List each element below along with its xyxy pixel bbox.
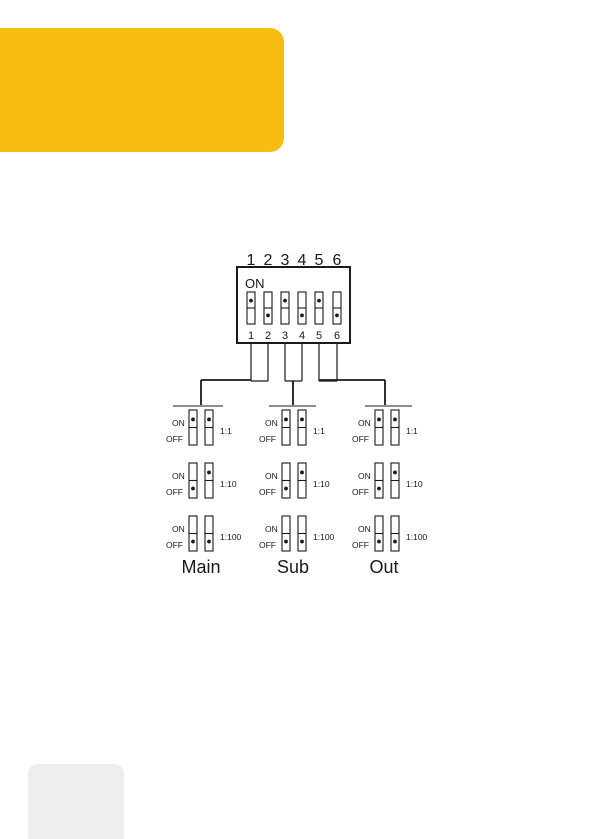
setting-switch-a [189,463,197,498]
on-text: ON [265,418,278,428]
ratio-label: 1:1 [220,426,232,436]
setting-switch-a [375,463,383,498]
setting-switch-b [298,410,306,445]
dip-switch-1 [247,292,255,324]
switch-knob [300,540,304,544]
ratio-label: 1:1 [406,426,418,436]
off-text: OFF [166,540,183,550]
switch-knob [335,313,339,317]
switch-knob [300,418,304,422]
switch-knob [207,540,211,544]
on-text: ON [358,524,371,534]
setting-switch-a [375,516,383,551]
setting-switch-b [205,463,213,498]
connector-lines [173,343,412,406]
setting-switch-b [298,516,306,551]
switch-knob [191,487,195,491]
switch-knob [207,471,211,475]
on-text: ON [265,524,278,534]
setting-switch-b [391,410,399,445]
group-label: Main [181,557,220,577]
ratio-label: 1:100 [313,532,335,542]
on-text: ON [172,524,185,534]
off-text: OFF [259,487,276,497]
switch-knob [377,540,381,544]
dip-switch-5 [315,292,323,324]
switch-knob [393,540,397,544]
on-text: ON [358,418,371,428]
switch-knob [266,313,270,317]
ratio-label: 1:1 [313,426,325,436]
setting-switch-a [282,516,290,551]
switch-knob [393,418,397,422]
bottom-number-2: 2 [265,330,271,342]
ratio-label: 1:10 [313,479,330,489]
switch-knob [191,540,195,544]
on-text: ON [265,471,278,481]
switch-knob [284,487,288,491]
switch-knob [300,313,304,317]
bottom-number-4: 4 [299,330,305,342]
off-text: OFF [352,487,369,497]
dip-switch-2 [264,292,272,324]
bottom-number-3: 3 [282,330,288,342]
ratio-label: 1:10 [406,479,423,489]
setting-switch-b [391,463,399,498]
setting-switch-b [205,516,213,551]
ratio-label: 1:100 [406,532,428,542]
dip-switch-3 [281,292,289,324]
switch-knob [207,418,211,422]
setting-switch-b [391,516,399,551]
dip-switch-6 [333,292,341,324]
off-text: OFF [352,540,369,550]
setting-switch-a [375,410,383,445]
off-text: OFF [259,540,276,550]
setting-switch-a [189,516,197,551]
on-text: ON [172,471,185,481]
off-text: OFF [259,434,276,444]
on-label: ON [245,276,265,291]
group-label: Sub [277,557,309,577]
setting-switch-a [282,410,290,445]
off-text: OFF [166,434,183,444]
ratio-label: 1:100 [220,532,242,542]
switch-knob [300,471,304,475]
on-text: ON [172,418,185,428]
off-text: OFF [352,434,369,444]
dip-switch-4 [298,292,306,324]
setting-switch-b [205,410,213,445]
bottom-number-1: 1 [248,330,254,342]
switch-knob [191,418,195,422]
switch-knob [284,418,288,422]
switch-knob [393,471,397,475]
on-text: ON [358,471,371,481]
switch-knob [249,299,253,303]
bottom-number-6: 6 [334,330,340,342]
setting-switch-a [189,410,197,445]
switch-knob [377,487,381,491]
off-text: OFF [166,487,183,497]
setting-switch-b [298,463,306,498]
bottom-number-5: 5 [316,330,322,342]
switch-knob [377,418,381,422]
ratio-label: 1:10 [220,479,237,489]
switch-knob [284,540,288,544]
switch-knob [283,299,287,303]
setting-groups: ONOFF1:1ONOFF1:10ONOFF1:100MainONOFF1:1O… [166,410,428,577]
setting-switch-a [282,463,290,498]
group-label: Out [369,557,398,577]
switch-knob [317,299,321,303]
